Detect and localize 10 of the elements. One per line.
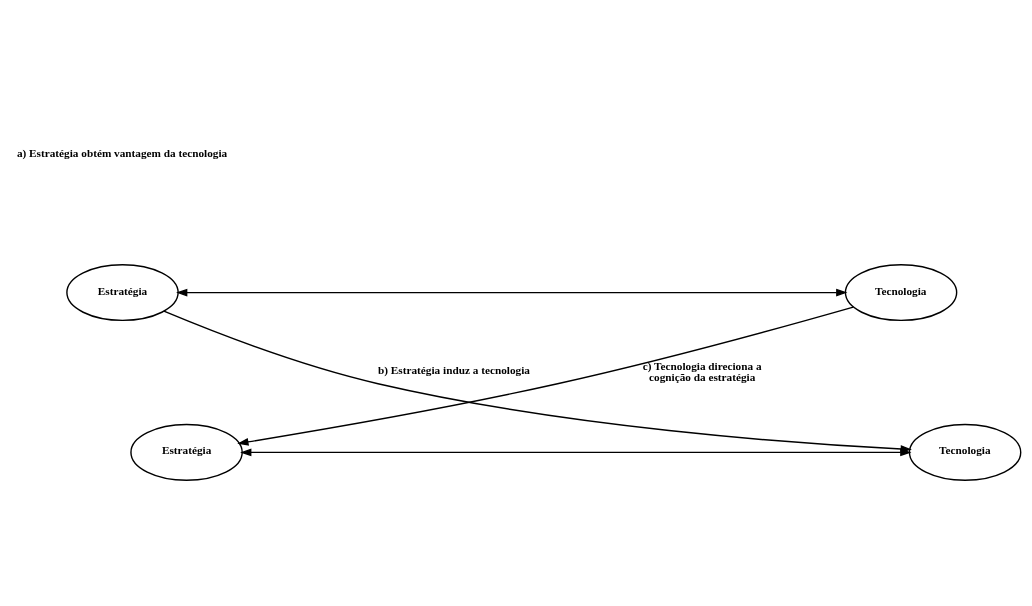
node-ellipse: Tecnologia — [908, 423, 1022, 481]
arrow — [176, 288, 848, 297]
label: a) Estratégia obtém vantagem da tecnologia — [16, 146, 228, 159]
node-ellipse: Estratégia — [130, 423, 243, 481]
node-ellipse: Tecnologia — [844, 263, 958, 321]
edge-label: b) Estratégia induz a tecnologia — [378, 363, 530, 376]
edge-label: c) Tecnologia direciona a cognição da estratégia — [642, 359, 762, 383]
arrow — [237, 305, 854, 446]
arrow — [240, 447, 912, 456]
node-ellipse: Estratégia — [66, 263, 179, 321]
